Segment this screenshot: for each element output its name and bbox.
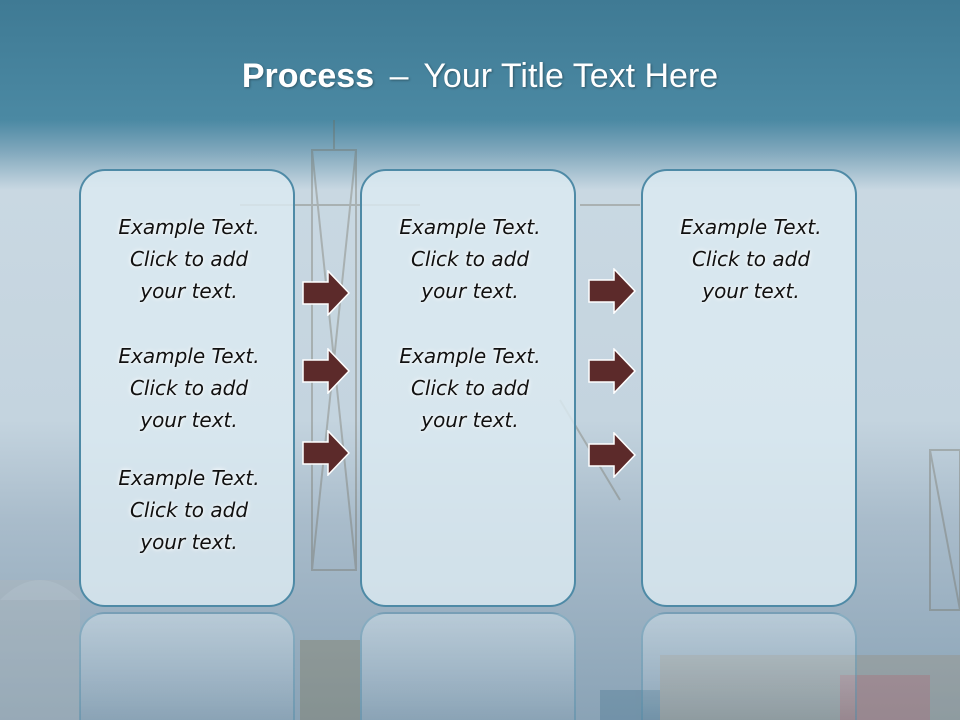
text-line: Click to add [410, 376, 530, 400]
text-line: Click to add [691, 247, 811, 271]
text-line: Click to add [129, 376, 249, 400]
process-box-3-reflection [641, 612, 857, 720]
text-block[interactable]: Example Text. Click to add your text. [81, 462, 297, 558]
right-arrow-icon[interactable] [588, 348, 636, 394]
text-line: your text. [421, 279, 519, 303]
text-line: your text. [140, 530, 238, 554]
title-bar: Process – Your Title Text Here [0, 0, 960, 150]
right-arrow-icon[interactable] [588, 268, 636, 314]
text-line: your text. [140, 408, 238, 432]
right-arrow-icon[interactable] [302, 348, 350, 394]
text-block[interactable]: Example Text. Click to add your text. [362, 211, 578, 307]
process-box-1[interactable]: Example Text. Click to add your text. Ex… [79, 169, 295, 607]
text-line: Click to add [129, 247, 249, 271]
title-separator: – [389, 57, 409, 95]
text-line: Click to add [129, 498, 249, 522]
title-bold-part: Process [241, 57, 375, 95]
text-line: Example Text. [118, 215, 260, 239]
text-block[interactable]: Example Text. Click to add your text. [81, 211, 297, 307]
process-box-2[interactable]: Example Text. Click to add your text. Ex… [360, 169, 576, 607]
text-block[interactable]: Example Text. Click to add your text. [362, 340, 578, 436]
text-block[interactable]: Example Text. Click to add your text. [81, 340, 297, 436]
right-arrow-icon[interactable] [588, 432, 636, 478]
process-box-1-reflection [79, 612, 295, 720]
text-line: Example Text. [680, 215, 822, 239]
slide-title[interactable]: Process – Your Title Text Here [0, 54, 960, 98]
text-line: your text. [140, 279, 238, 303]
right-arrow-icon[interactable] [302, 270, 350, 316]
title-text: Your Title Text Here [423, 57, 719, 95]
text-line: Example Text. [118, 344, 260, 368]
process-box-3[interactable]: Example Text. Click to add your text. [641, 169, 857, 607]
text-block[interactable]: Example Text. Click to add your text. [643, 211, 859, 307]
process-box-2-reflection [360, 612, 576, 720]
text-line: Click to add [410, 247, 530, 271]
text-line: Example Text. [399, 215, 541, 239]
text-line: your text. [421, 408, 519, 432]
text-line: Example Text. [118, 466, 260, 490]
right-arrow-icon[interactable] [302, 430, 350, 476]
text-line: your text. [702, 279, 800, 303]
text-line: Example Text. [399, 344, 541, 368]
